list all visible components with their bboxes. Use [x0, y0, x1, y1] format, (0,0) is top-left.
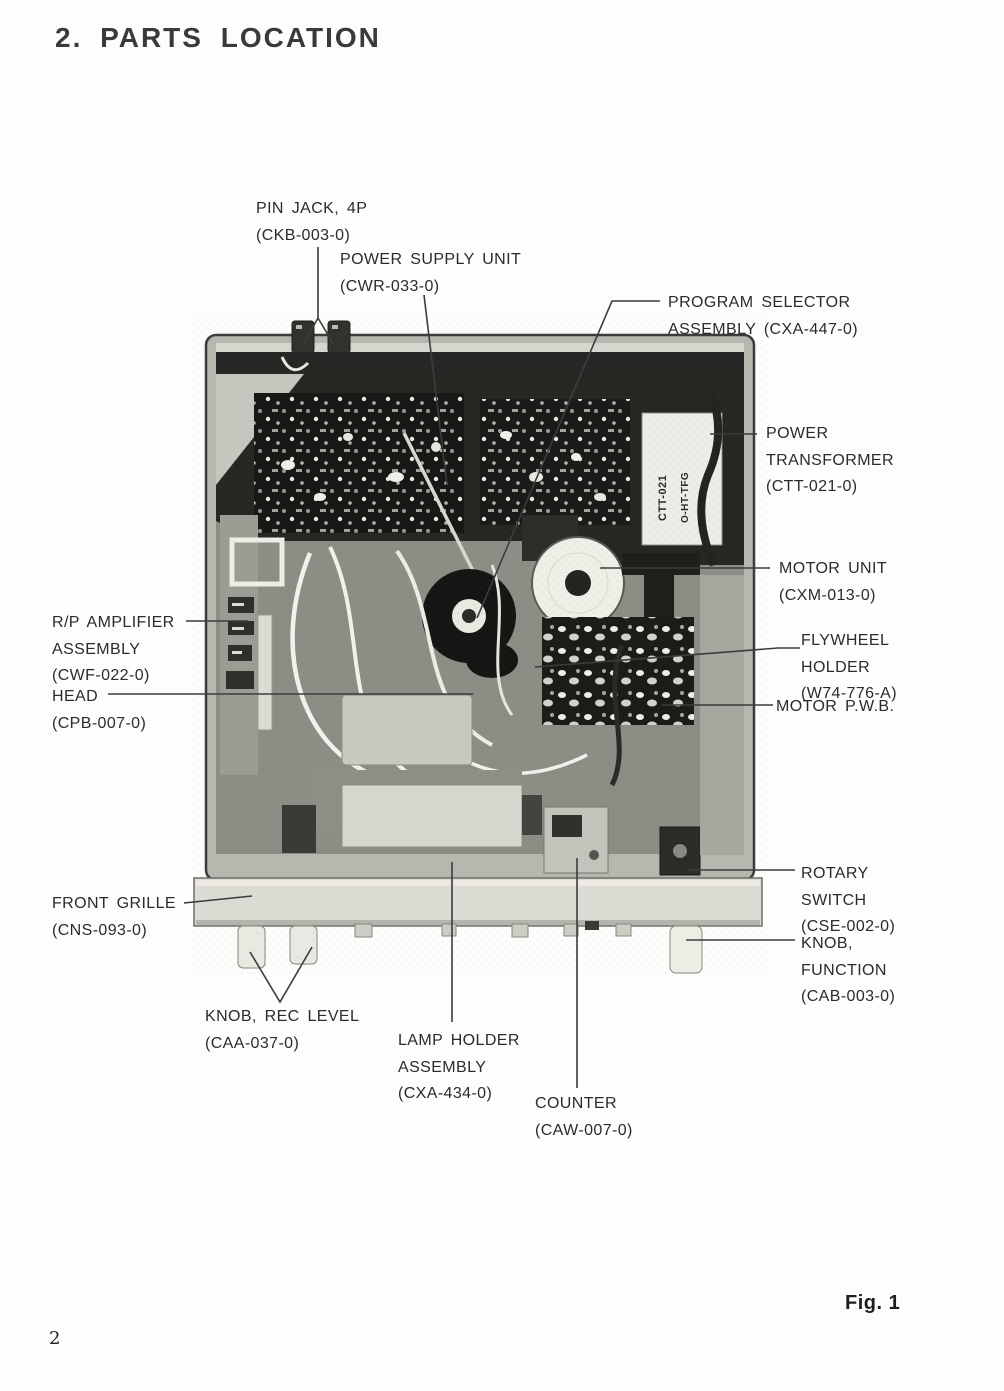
callout-motor-pwb: MOTOR P.W.B. — [776, 698, 895, 715]
page-number: 2 — [49, 1328, 61, 1349]
callout-pin-jack: PIN JACK, 4P (CKB-003-0) — [256, 200, 368, 244]
callout-rotary-switch: ROTARY SWITCH (CSE-002-0) — [801, 865, 896, 936]
callout-lamp-holder: LAMP HOLDER ASSEMBLY (CXA-434-0) — [398, 1032, 520, 1103]
callout-flywheel-holder: FLYWHEEL HOLDER (W74-776-A) — [801, 632, 897, 703]
callout-motor-unit: MOTOR UNIT (CXM-013-0) — [779, 560, 888, 604]
page-title: 2. PARTS LOCATION — [55, 22, 381, 53]
callout-program-selector: PROGRAM SELECTOR ASSEMBLY (CXA-447-0) — [668, 294, 859, 338]
callout-power-transformer: POWER TRANSFORMER (CTT-021-0) — [766, 425, 894, 496]
callout-rp-amplifier: R/P AMPLIFIER ASSEMBLY (CWF-022-0) — [52, 614, 175, 685]
callout-knob-rec-level: KNOB, REC LEVEL (CAA-037-0) — [205, 1008, 360, 1052]
callout-knob-function: KNOB, FUNCTION (CAB-003-0) — [801, 935, 896, 1006]
callout-counter: COUNTER (CAW-007-0) — [535, 1095, 633, 1139]
figure-label: Fig. 1 — [845, 1292, 901, 1314]
chassis-photo: CTT-021 O-HT-TFG — [192, 315, 767, 975]
scan-grain — [192, 315, 767, 975]
callout-head: HEAD (CPB-007-0) — [52, 688, 147, 732]
callout-power-supply-unit: POWER SUPPLY UNIT (CWR-033-0) — [340, 251, 522, 295]
callout-front-grille: FRONT GRILLE (CNS-093-0) — [52, 895, 176, 939]
